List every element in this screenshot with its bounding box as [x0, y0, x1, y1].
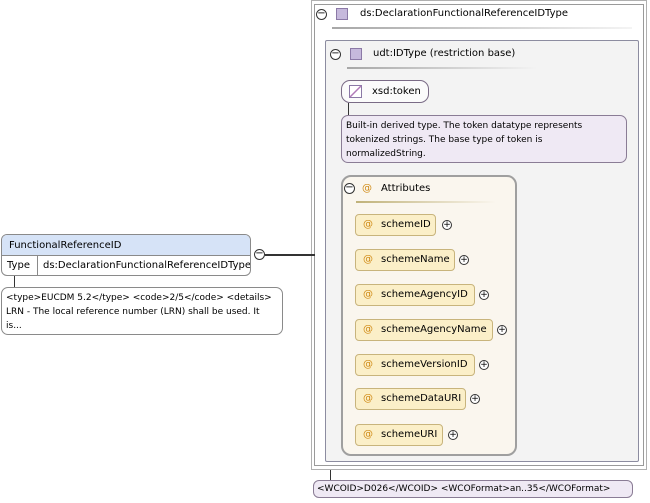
attribute-scheme-uri[interactable]: @ schemeURI	[355, 424, 443, 446]
restriction-underline	[347, 67, 537, 69]
element-name: FunctionalReferenceID	[2, 235, 250, 256]
attribute-name: schemeURI	[381, 429, 438, 440]
expand-scheme-data-uri-button[interactable]: +	[470, 394, 480, 404]
attribute-scheme-agency-id[interactable]: @ schemeAgencyID	[355, 284, 475, 306]
element-documentation-connector	[14, 276, 15, 287]
complex-type-name: ds:DeclarationFunctionalReferenceIDType	[360, 8, 568, 19]
attribute-scheme-data-uri[interactable]: @ schemeDataURI	[355, 388, 466, 410]
element-type-row: Type ds:DeclarationFunctionalReferenceID…	[2, 256, 250, 275]
base-type-description: Built-in derived type. The token datatyp…	[341, 115, 627, 163]
attribute-scheme-id[interactable]: @ schemeID	[355, 214, 436, 236]
base-type-name: xsd:token	[372, 86, 421, 97]
attribute-name: schemeDataURI	[381, 393, 462, 404]
attributes-header: Attributes	[381, 183, 431, 194]
element-node[interactable]: FunctionalReferenceID Type ds:Declaratio…	[1, 234, 251, 276]
token-description-connector	[348, 103, 349, 115]
attribute-icon: @	[363, 254, 373, 265]
attribute-name: schemeAgencyName	[381, 324, 487, 335]
attribute-scheme-version-id[interactable]: @ schemeVersionID	[355, 354, 475, 376]
restriction-type-icon	[350, 48, 362, 60]
collapse-attributes-button[interactable]: −	[344, 182, 355, 194]
attribute-icon: @	[363, 289, 373, 300]
base-type-node[interactable]: xsd:token	[341, 80, 429, 103]
expand-scheme-name-button[interactable]: +	[459, 255, 469, 265]
collapse-restriction-button[interactable]: −	[330, 48, 341, 60]
complex-type-icon	[336, 8, 348, 20]
collapse-element-button[interactable]: −	[254, 248, 265, 260]
attribute-scheme-name[interactable]: @ schemeName	[355, 249, 455, 271]
attribute-icon: @	[363, 429, 373, 440]
simple-type-icon	[349, 85, 362, 98]
expand-scheme-id-button[interactable]: +	[442, 220, 452, 230]
expand-scheme-version-id-button[interactable]: +	[479, 360, 489, 370]
attributes-at-icon: @	[362, 183, 372, 194]
attribute-icon: @	[363, 359, 373, 370]
element-type-label: Type	[2, 256, 38, 275]
attribute-icon: @	[363, 393, 373, 404]
attribute-name: schemeAgencyID	[381, 289, 468, 300]
attribute-icon: @	[363, 324, 373, 335]
attribute-name: schemeVersionID	[381, 359, 468, 370]
attribute-scheme-agency-name[interactable]: @ schemeAgencyName	[355, 319, 493, 341]
expand-scheme-uri-button[interactable]: +	[448, 430, 458, 440]
element-type-connector	[265, 254, 315, 256]
collapse-complex-type-button[interactable]: −	[316, 8, 327, 20]
attributes-underline	[356, 201, 496, 203]
restriction-label: udt:IDType (restriction base)	[373, 48, 516, 59]
attribute-icon: @	[363, 219, 373, 230]
element-documentation: <type>EUCDM 5.2</type> <code>2/5</code> …	[1, 287, 283, 335]
element-type-value: ds:DeclarationFunctionalReferenceIDType	[43, 260, 251, 271]
expand-scheme-agency-name-button[interactable]: +	[497, 325, 507, 335]
bottom-documentation-connector	[330, 470, 331, 480]
expand-scheme-agency-id-button[interactable]: +	[479, 290, 489, 300]
attribute-name: schemeName	[381, 254, 450, 265]
attribute-name: schemeID	[381, 219, 431, 230]
complex-type-documentation: <WCOID>D026</WCOID> <WCOFormat>an..35</W…	[313, 480, 633, 498]
complex-type-underline	[332, 27, 632, 29]
